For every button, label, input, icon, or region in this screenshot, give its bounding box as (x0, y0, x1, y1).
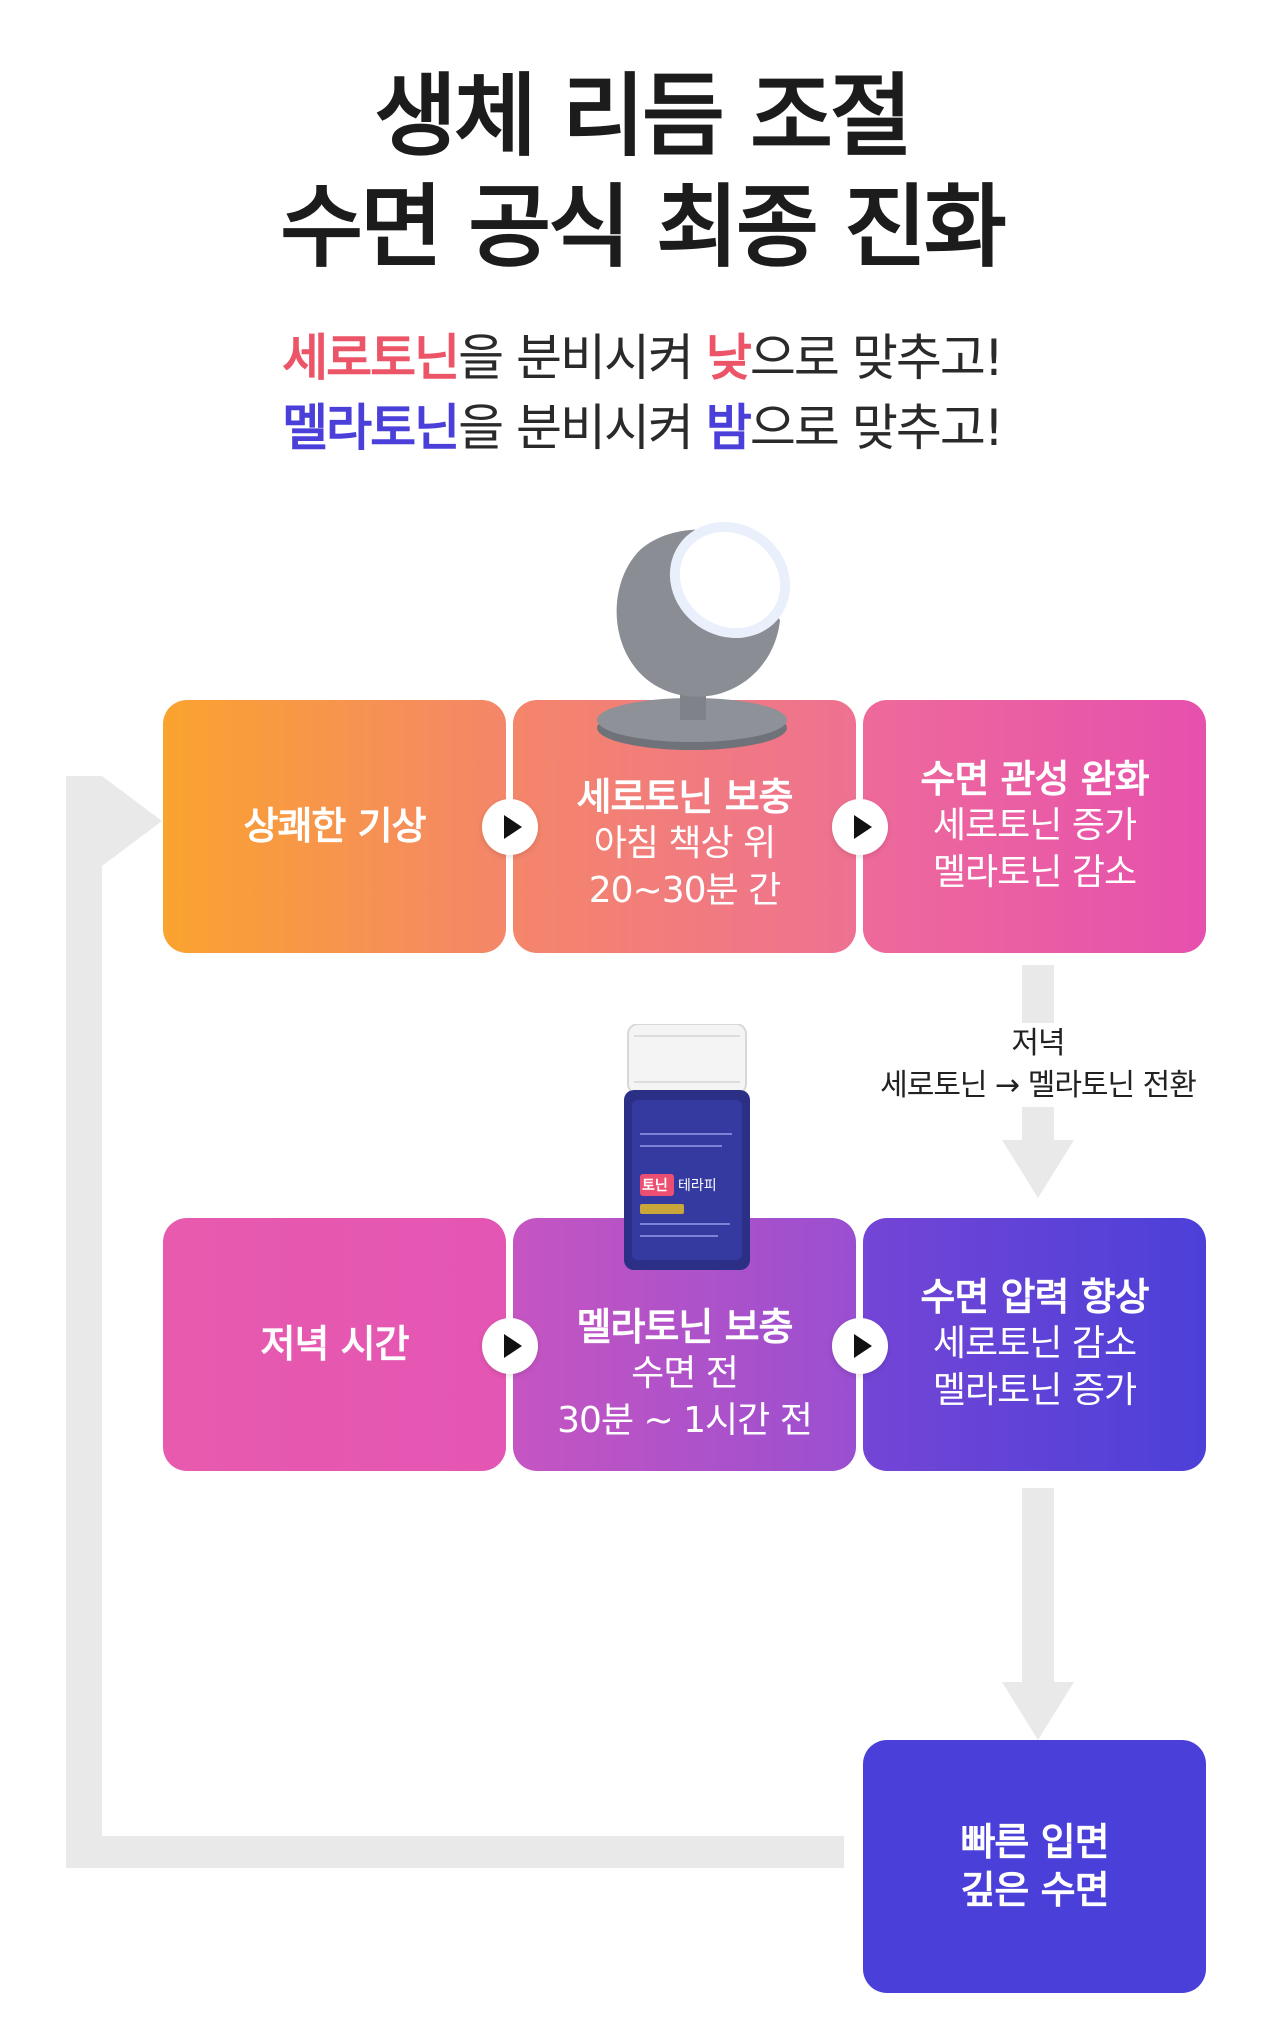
box-refreshing-wakeup: 상쾌한 기상 (163, 700, 506, 953)
box-line: 멜라토닌 증가 (932, 1370, 1137, 1412)
play-arrow-icon (482, 799, 538, 855)
play-arrow-icon (832, 1318, 888, 1374)
bottle-label-therapy: 테라피 (678, 1178, 717, 1194)
page-title-line2: 수면 공식 최종 진화 (280, 175, 1006, 280)
transition-note: 저녁 세로토닌 → 멜라토닌 전환 (860, 1023, 1216, 1107)
subtitle2-mid: 을 분비시켜 (458, 399, 706, 457)
box-line: 20~30분 간 (588, 870, 781, 912)
box-line: 멜라토닌 감소 (932, 852, 1137, 894)
final-arrow-down (1002, 1682, 1074, 1740)
subtitle-line2: 멜라토닌을 분비시켜 밤으로 맞추고! (0, 403, 1284, 453)
bottle-label-text: 토닌 (642, 1178, 668, 1194)
subtitle2-end: 으로 맞추고! (749, 399, 1004, 457)
box-line: 30분 ~ 1시간 전 (557, 1400, 813, 1442)
box-line: 세로토닌 감소 (932, 1323, 1137, 1365)
light-lamp-icon (597, 521, 791, 750)
box-title: 저녁 시간 (260, 1321, 409, 1366)
transition-line2: 세로토닌 → 멜라토닌 전환 (880, 1068, 1197, 1103)
box-title: 멜라토닌 보충 (576, 1304, 794, 1349)
box-fast-deep-sleep: 빠른 입면 깊은 수면 (863, 1740, 1206, 1993)
box-sleep-inertia-relief: 수면 관성 완화 세로토닌 증가 멜라토닌 감소 (863, 700, 1206, 953)
final-line1: 빠른 입면 (960, 1820, 1109, 1864)
subtitle1-end: 으로 맞추고! (749, 329, 1004, 387)
box-melatonin-supplement: 멜라토닌 보충 수면 전 30분 ~ 1시간 전 (513, 1218, 856, 1471)
box-line: 세로토닌 증가 (932, 805, 1137, 847)
box-title: 수면 압력 향상 (920, 1274, 1149, 1319)
box-title: 상쾌한 기상 (243, 803, 426, 848)
box-title: 수면 관성 완화 (920, 756, 1149, 801)
transition-arrow-down (1002, 1140, 1074, 1198)
box-title: 세로토닌 보충 (576, 774, 794, 819)
melatonin-highlight: 멜라토닌 (282, 399, 460, 457)
subtitle1-mid: 을 분비시켜 (458, 329, 706, 387)
loop-line-bottom (66, 1836, 844, 1868)
serotonin-highlight: 세로토닌 (282, 329, 460, 387)
night-highlight: 밤 (705, 399, 752, 457)
play-arrow-icon (832, 799, 888, 855)
box-sleep-pressure-boost: 수면 압력 향상 세로토닌 감소 멜라토닌 증가 (863, 1218, 1206, 1471)
box-line: 아침 책상 위 (593, 823, 776, 865)
final-line2: 깊은 수면 (960, 1867, 1109, 1912)
loop-line-left (66, 792, 102, 1852)
play-arrow-icon (482, 1318, 538, 1374)
box-evening-time: 저녁 시간 (163, 1218, 506, 1471)
supplement-bottle-icon: 토닌 테라피 (624, 1024, 750, 1270)
day-highlight: 낮 (705, 329, 752, 387)
final-line (1022, 1488, 1054, 1688)
transition-line1: 저녁 (1011, 1026, 1065, 1061)
box-line: 수면 전 (631, 1353, 739, 1395)
page-title-line1: 생체 리듬 조절 (374, 64, 912, 169)
subtitle-line1: 세로토닌을 분비시켜 낮으로 맞추고! (0, 333, 1284, 383)
loop-arrow-right (66, 776, 162, 866)
